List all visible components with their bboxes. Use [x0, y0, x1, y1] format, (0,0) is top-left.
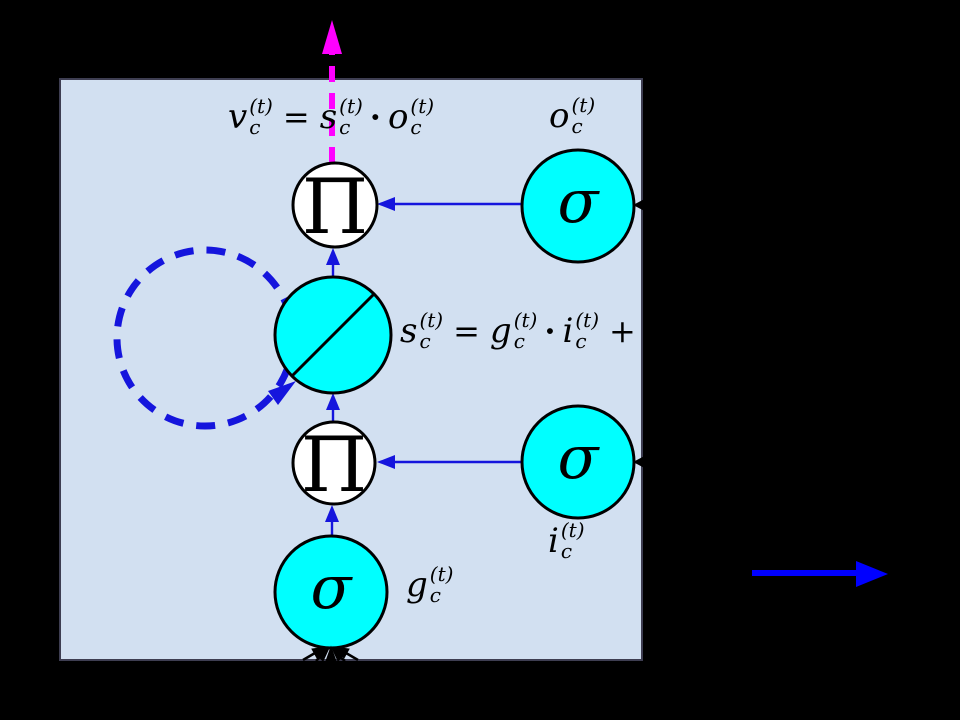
top-product-node	[291, 161, 379, 249]
var-s: s(t)c	[400, 308, 444, 353]
incoming-arrowhead-input-gate	[633, 452, 652, 472]
input-node-symbol: σ	[311, 553, 354, 623]
mid-product-symbol: Π	[301, 420, 367, 509]
output-value-equation: v(t)c = s(t)c · o(t)c	[228, 96, 434, 138]
arrowhead-state-to-top-product	[326, 248, 340, 265]
arrowhead-input-node-to-mid-product	[325, 505, 339, 522]
value-output-arrowhead	[322, 20, 342, 54]
equals-sign: =	[453, 312, 480, 350]
cdot-sign: ·	[369, 98, 381, 136]
var-g: g(t)c	[489, 308, 538, 353]
input-fan-arrowheads	[302, 645, 359, 662]
var-s: s(t)c	[319, 94, 363, 139]
input-gate-symbol: σ	[558, 423, 601, 493]
output-gate-symbol: σ	[558, 167, 601, 237]
equals-sign: =	[282, 98, 310, 136]
var-o: o(t)c	[387, 94, 435, 139]
var-v: v(t)c	[228, 94, 273, 139]
cell-state-slash	[290, 292, 376, 378]
input-gate-label: i(t)c	[548, 518, 585, 563]
input-node-label: g(t)c	[406, 562, 454, 607]
var-i: i(t)c	[562, 308, 600, 353]
arrowhead-output-gate-to-top-product	[377, 197, 395, 211]
arrowhead-mid-product-to-state	[326, 393, 340, 410]
mid-product-node	[291, 420, 377, 506]
top-product-symbol: Π	[302, 162, 368, 251]
plus-sign: +	[609, 312, 636, 350]
cdot-sign: ·	[544, 312, 556, 350]
output-gate-label: o(t)c	[549, 93, 596, 138]
recurrent-loop-arrowhead	[268, 381, 296, 405]
state-update-equation: s(t)c = g(t)c · i(t)c +	[400, 310, 646, 352]
output-gate-node	[520, 148, 636, 264]
transition-arrow	[752, 561, 888, 587]
incoming-arrowhead-output-gate	[633, 195, 652, 215]
arrowhead-input-gate-to-mid-product	[377, 455, 395, 469]
recurrent-self-loop-edge	[113, 246, 297, 430]
